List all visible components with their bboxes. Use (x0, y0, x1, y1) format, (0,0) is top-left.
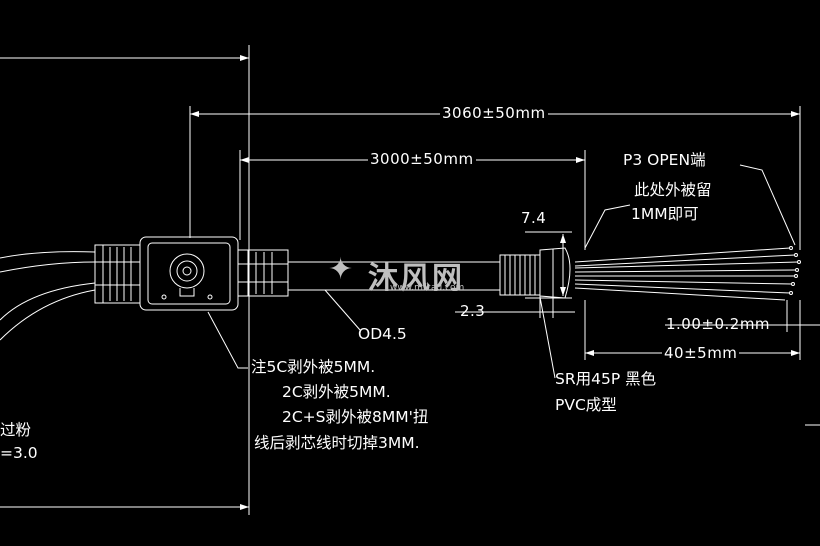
overmold-rib-lines (504, 255, 536, 295)
dim-text-7-4: 7.4 (521, 209, 547, 227)
right-strain-relief-ribs (238, 250, 288, 296)
fanned-wires (574, 246, 801, 301)
label-p3-line3: 1MM即可 (631, 205, 699, 223)
label-p3-line2: 此处外被留 (634, 181, 712, 199)
note-line4: 线后剥芯线时切掉3MM. (254, 434, 420, 452)
left-label-line2: =3.0 (0, 444, 38, 462)
leader-note (207, 311, 248, 369)
connector-jack-pin (182, 266, 192, 276)
left-strain-relief-ribs (95, 245, 140, 303)
connector-jack-outer (169, 253, 205, 289)
label-p3-open: P3 OPEN端 (623, 151, 706, 169)
connector-inner (147, 242, 231, 305)
connector-jack-inner (176, 260, 198, 282)
connector-body (139, 236, 239, 311)
dim-text-40: 40±5mm (662, 344, 740, 362)
left-cable-upper (0, 261, 96, 273)
leader-p3-b (584, 204, 631, 249)
dim-text-1-00: 1.00±0.2mm (666, 315, 771, 333)
note-line1: 注5C剥外被5MM. (251, 358, 376, 376)
left-cable-low (0, 289, 96, 341)
left-label-line1: 过粉 (0, 421, 32, 439)
watermark-logo-icon: ✦ (328, 252, 354, 287)
leader-sr (539, 296, 556, 379)
overmold-body (539, 247, 571, 299)
right-strain-relief (237, 249, 289, 297)
connector-screw-left (161, 294, 167, 300)
leader-od (324, 289, 361, 331)
dim-text-3000: 3000±50mm (368, 150, 476, 168)
left-cable-mid (0, 282, 96, 321)
connector-key (179, 288, 195, 297)
dim-text-2-3: 2.3 (460, 302, 486, 320)
label-sr-line2: PVC成型 (555, 396, 617, 414)
connector-screw-right (207, 294, 213, 300)
left-cable-top (0, 251, 96, 259)
label-od: OD4.5 (358, 325, 407, 343)
note-line2: 2C剥外被5MM. (282, 383, 391, 401)
leader-p3-a (739, 164, 796, 246)
watermark-url: www.mfcad.com (390, 283, 465, 293)
watermark-brand: 沐风网 (368, 261, 464, 296)
label-sr-line1: SR用45P 黑色 (555, 370, 657, 388)
note-line3: 2C+S剥外被8MM'扭 (282, 408, 429, 426)
dim-text-3060: 3060±50mm (440, 104, 548, 122)
